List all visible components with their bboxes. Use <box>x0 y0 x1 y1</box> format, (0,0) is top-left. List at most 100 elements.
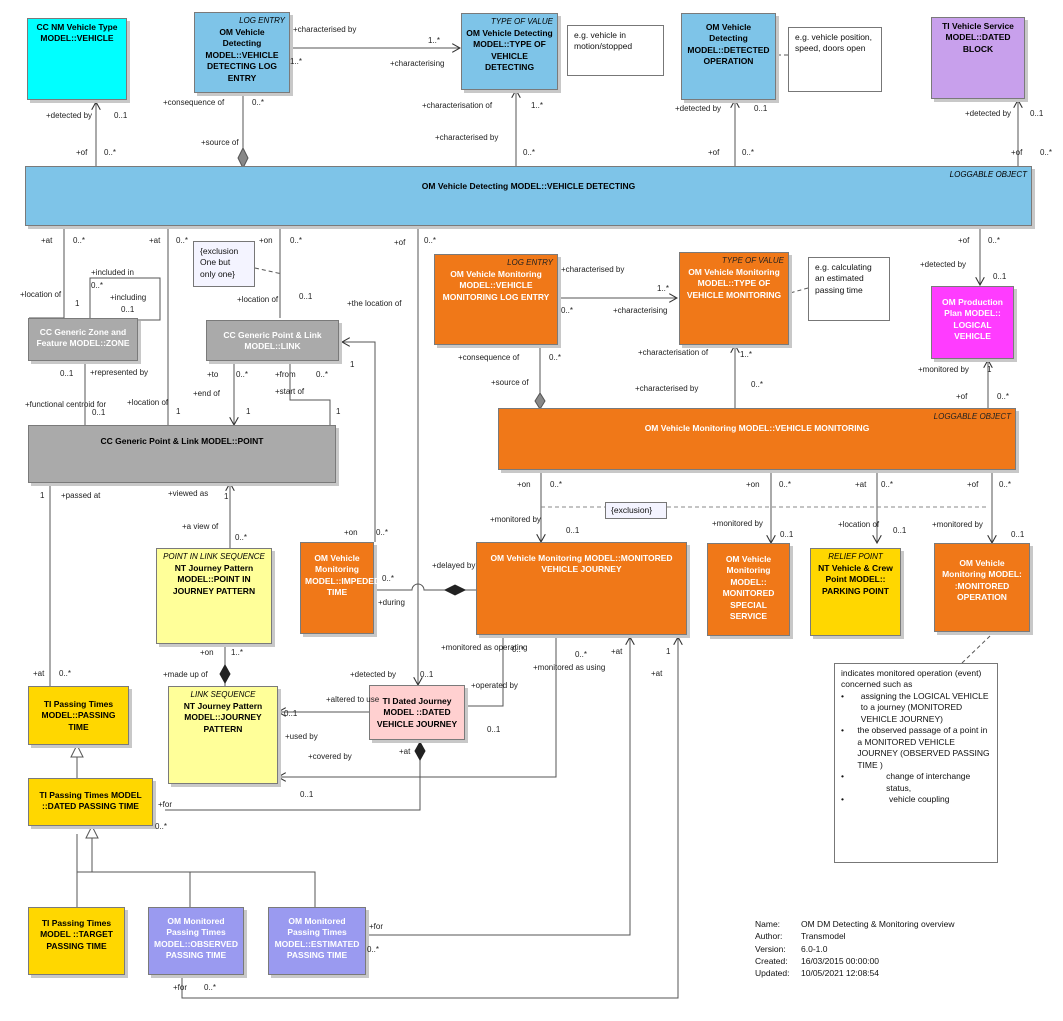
multiplicity-label: 0..1 <box>60 369 74 378</box>
class-title: OM Vehicle Monitoring MODEL::IMPEDED TIM… <box>305 553 381 598</box>
metadata-row: Updated:10/05/2021 12:08:54 <box>755 967 955 979</box>
multiplicity-label: 0..* <box>549 353 562 362</box>
class-dated-block[interactable]: TI Vehicle Service MODEL::DATED BLOCK <box>931 17 1025 99</box>
multiplicity-label: 1..* <box>428 36 441 45</box>
stereotype-label: LOG ENTRY <box>507 258 553 267</box>
multiplicity-label: 0..* <box>367 945 380 954</box>
metadata-row: Version:6.0-1.0 <box>755 943 955 955</box>
class-title: TI Passing Times MODEL::PASSING TIME <box>41 699 116 732</box>
role-label: +monitored by <box>918 365 969 374</box>
multiplicity-label: 0..1 <box>420 670 434 679</box>
multiplicity-label: 0..* <box>999 480 1012 489</box>
multiplicity-label: 0..* <box>290 236 303 245</box>
role-label: +at <box>149 236 161 245</box>
metadata-row: Name:OM DM Detecting & Monitoring overvi… <box>755 918 955 930</box>
role-label: +at <box>41 236 53 245</box>
multiplicity-label: 0..1 <box>284 709 298 718</box>
class-target-passing-time[interactable]: TI Passing Times MODEL ::TARGET PASSING … <box>28 907 125 975</box>
stereotype-label: LOGGABLE OBJECT <box>933 412 1011 421</box>
role-label: +location of <box>237 295 279 304</box>
class-title: TI Dated Journey MODEL ::DATED VEHICLE J… <box>376 696 458 729</box>
metadata-value: 6.0-1.0 <box>801 943 828 954</box>
multiplicity-label: 1..* <box>231 648 244 657</box>
multiplicity-label: 0..1 <box>121 305 135 314</box>
multiplicity-label: 1 <box>246 407 251 416</box>
role-label: +monitored as operating <box>441 643 528 652</box>
role-label: +covered by <box>308 752 352 761</box>
multiplicity-label: 0..1 <box>566 526 580 535</box>
class-title: CC Generic Zone and Feature MODEL::ZONE <box>36 327 130 349</box>
role-label: +passed at <box>61 491 101 500</box>
class-nm-vehicle-type[interactable]: CC NM Vehicle Type MODEL::VEHICLE <box>27 18 127 100</box>
role-label: +for <box>158 800 173 809</box>
role-label: +at <box>611 647 623 656</box>
role-label: +a view of <box>182 522 219 531</box>
class-monitored-operation[interactable]: OM Vehicle Monitoring MODEL: :MONITORED … <box>934 543 1030 632</box>
multiplicity-label: 0..* <box>59 669 72 678</box>
class-dated-passing-time[interactable]: TI Passing Times MODEL ::DATED PASSING T… <box>28 778 153 826</box>
multiplicity-label: 1..* <box>657 284 670 293</box>
multiplicity-label: 1 <box>350 360 355 369</box>
role-label: +made up of <box>163 670 208 679</box>
multiplicity-label: 0..* <box>73 236 86 245</box>
role-label: +on <box>344 528 358 537</box>
class-monitored-special-service[interactable]: OM Vehicle Monitoring MODEL:: MONITORED … <box>707 543 790 636</box>
multiplicity-label: 0..* <box>881 480 894 489</box>
role-label: +end of <box>193 389 220 398</box>
class-estimated-passing-time[interactable]: OM Monitored Passing Times MODEL::ESTIMA… <box>268 907 366 975</box>
role-label: +on <box>746 480 760 489</box>
role-label: +monitored by <box>932 520 983 529</box>
role-label: +characterised by <box>635 384 699 393</box>
role-label: +of <box>394 238 406 247</box>
diagram-metadata: Name:OM DM Detecting & Monitoring overvi… <box>755 918 955 980</box>
note-monitored-operation: indicates monitored operation (event) co… <box>834 663 998 863</box>
class-observed-passing-time[interactable]: OM Monitored Passing Times MODEL::OBSERV… <box>148 907 244 975</box>
multiplicity-label: 0..* <box>235 533 248 542</box>
note-intro: indicates monitored operation (event) co… <box>841 668 982 690</box>
class-monitored-vehicle-journey[interactable]: OM Vehicle Monitoring MODEL::MONITORED V… <box>476 542 687 635</box>
multiplicity-label: 1..* <box>740 350 753 359</box>
class-logical-vehicle[interactable]: OM Production Plan MODEL:: LOGICAL VEHIC… <box>931 286 1014 359</box>
multiplicity-label: 1..* <box>531 101 544 110</box>
multiplicity-label: 0..* <box>236 370 249 379</box>
class-link[interactable]: CC Generic Point & Link MODEL::LINK <box>206 320 339 361</box>
class-title: TI Vehicle Service MODEL::DATED BLOCK <box>942 21 1014 54</box>
class-point[interactable]: CC Generic Point & Link MODEL::POINT <box>28 425 336 483</box>
multiplicity-label: 0..* <box>550 480 563 489</box>
class-title: OM Vehicle Monitoring MODEL::VEHICLE MON… <box>442 268 550 302</box>
multiplicity-label: 0..* <box>176 236 189 245</box>
class-passing-time[interactable]: TI Passing Times MODEL::PASSING TIME <box>28 686 129 745</box>
role-label: +detected by <box>920 260 967 269</box>
role-label: +at <box>855 480 867 489</box>
class-title: OM Vehicle Monitoring MODEL:: MONITORED … <box>722 554 775 622</box>
multiplicity-label: 1 <box>336 407 341 416</box>
metadata-row: Author:Transmodel <box>755 930 955 942</box>
multiplicity-label: 0..* <box>512 645 525 654</box>
bullet: • <box>841 771 844 782</box>
class-detected-operation[interactable]: OM Vehicle Detecting MODEL::DETECTED OPE… <box>681 13 776 100</box>
note-vehicle-in-motion: e.g. vehicle in motion/stopped <box>567 25 664 76</box>
multiplicity-label: 0..* <box>575 650 588 659</box>
multiplicity-label: 1 <box>176 407 181 416</box>
class-title: OM Vehicle Monitoring MODEL::TYPE OF VEH… <box>686 266 782 300</box>
class-dated-vehicle-journey[interactable]: TI Dated Journey MODEL ::DATED VEHICLE J… <box>369 685 465 740</box>
class-impeded-time[interactable]: OM Vehicle Monitoring MODEL::IMPEDED TIM… <box>300 542 380 634</box>
class-zone[interactable]: CC Generic Zone and Feature MODEL::ZONE <box>28 318 138 361</box>
role-label: +included in <box>91 268 134 277</box>
role-label: +characterised by <box>435 133 499 142</box>
class-title: OM Vehicle Detecting MODEL::VEHICLE DETE… <box>421 180 636 191</box>
multiplicity-label: 0..* <box>376 528 389 537</box>
multiplicity-label: 0..* <box>779 480 792 489</box>
stereotype-label: LINK SEQUENCE <box>190 690 256 699</box>
class-title: OM Vehicle Detecting MODEL::DETECTED OPE… <box>687 22 770 67</box>
